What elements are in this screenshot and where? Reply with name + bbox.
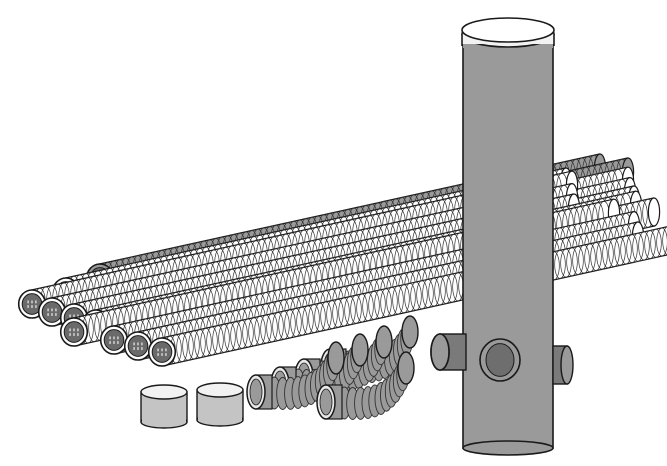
end-cap-2 xyxy=(196,382,244,427)
drainage-pipe-bundle xyxy=(17,153,667,367)
end-caps xyxy=(140,382,244,429)
inspection-chamber-shaft xyxy=(430,17,574,456)
end-cap-1 xyxy=(140,384,188,429)
bend-5 xyxy=(316,351,415,420)
bend-fittings xyxy=(246,315,419,420)
front-inlet xyxy=(479,338,521,382)
